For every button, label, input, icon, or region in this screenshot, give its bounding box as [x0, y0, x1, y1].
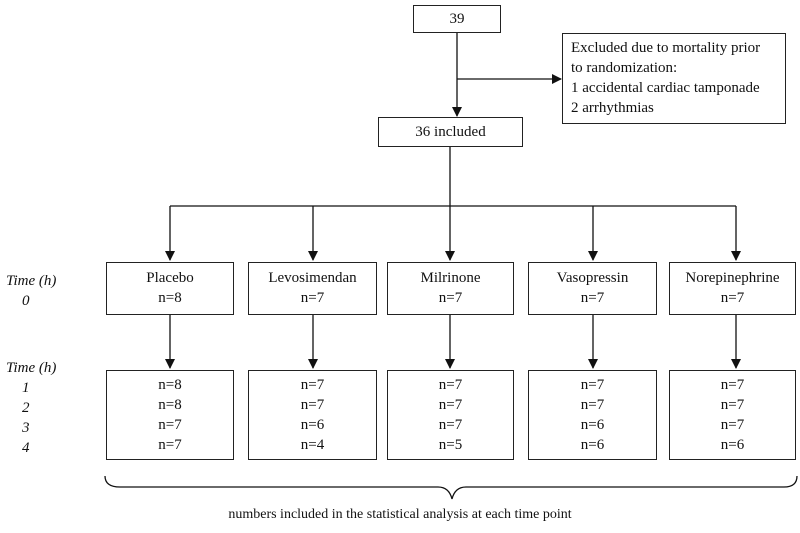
excluded-line: 1 accidental cardiac tamponade [571, 80, 760, 96]
followup-box-milrinone: n=7 n=7 n=7 n=5 [387, 370, 514, 460]
count-hour-3: n=7 [158, 417, 182, 433]
count-hour-4: n=7 [158, 437, 182, 453]
count-hour-2: n=7 [580, 397, 605, 413]
group-n-baseline: n=7 [438, 290, 463, 306]
count-hour-1: n=7 [438, 377, 463, 393]
count-hour-2: n=7 [300, 397, 325, 413]
time-value-4: 4 [22, 440, 30, 456]
group-box-norepinephrine: Norepinephrine n=7 [669, 262, 796, 315]
excluded-line: to randomization: [571, 60, 678, 76]
followup-box-levosimendan: n=7 n=7 n=6 n=4 [248, 370, 377, 460]
excluded-line: 2 arrhythmias [571, 100, 654, 116]
group-name: Milrinone [420, 270, 481, 286]
curly-brace [104, 475, 798, 500]
count-hour-2: n=7 [720, 397, 745, 413]
group-n-baseline: n=7 [720, 290, 745, 306]
excluded-line: Excluded due to mortality prior [571, 40, 761, 56]
count-hour-4: n=6 [720, 437, 745, 453]
group-n-baseline: n=7 [580, 290, 605, 306]
count-hour-2: n=8 [158, 397, 182, 413]
group-box-levosimendan: Levosimendan n=7 [248, 262, 377, 315]
time-label-followup: Time (h) [6, 360, 57, 376]
group-name: Vasopressin [556, 270, 629, 286]
excluded-box: Excluded due to mortality prior to rando… [562, 33, 786, 124]
group-n-baseline: n=8 [158, 290, 182, 306]
count-hour-3: n=7 [438, 417, 463, 433]
time-value-1: 1 [22, 380, 30, 396]
followup-box-vasopressin: n=7 n=7 n=6 n=6 [528, 370, 657, 460]
group-box-vasopressin: Vasopressin n=7 [528, 262, 657, 315]
count-hour-2: n=7 [438, 397, 463, 413]
count-hour-1: n=7 [300, 377, 325, 393]
time-label-baseline: Time (h) [6, 273, 57, 289]
group-box-placebo: Placebo n=8 [106, 262, 234, 315]
time-value-0: 0 [22, 293, 30, 309]
followup-box-placebo: n=8 n=8 n=7 n=7 [106, 370, 234, 460]
group-name: Levosimendan [268, 270, 357, 286]
enrolled-box: 39 [413, 5, 501, 33]
count-hour-3: n=6 [580, 417, 605, 433]
count-hour-4: n=5 [438, 437, 463, 453]
group-name: Placebo [146, 270, 194, 286]
group-box-milrinone: Milrinone n=7 [387, 262, 514, 315]
count-hour-1: n=7 [720, 377, 745, 393]
count-hour-3: n=7 [720, 417, 745, 433]
group-name: Norepinephrine [685, 270, 780, 286]
followup-box-norepinephrine: n=7 n=7 n=7 n=6 [669, 370, 796, 460]
included-count: 36 included [415, 124, 486, 140]
count-hour-3: n=6 [300, 417, 325, 433]
enrolled-count: 39 [449, 11, 465, 27]
count-hour-4: n=4 [300, 437, 325, 453]
count-hour-1: n=7 [580, 377, 605, 393]
included-box: 36 included [378, 117, 523, 147]
group-n-baseline: n=7 [300, 290, 325, 306]
count-hour-4: n=6 [580, 437, 605, 453]
time-value-2: 2 [22, 400, 30, 416]
count-hour-1: n=8 [158, 377, 182, 393]
footnote: numbers included in the statistical anal… [228, 507, 572, 522]
time-value-3: 3 [22, 420, 30, 436]
